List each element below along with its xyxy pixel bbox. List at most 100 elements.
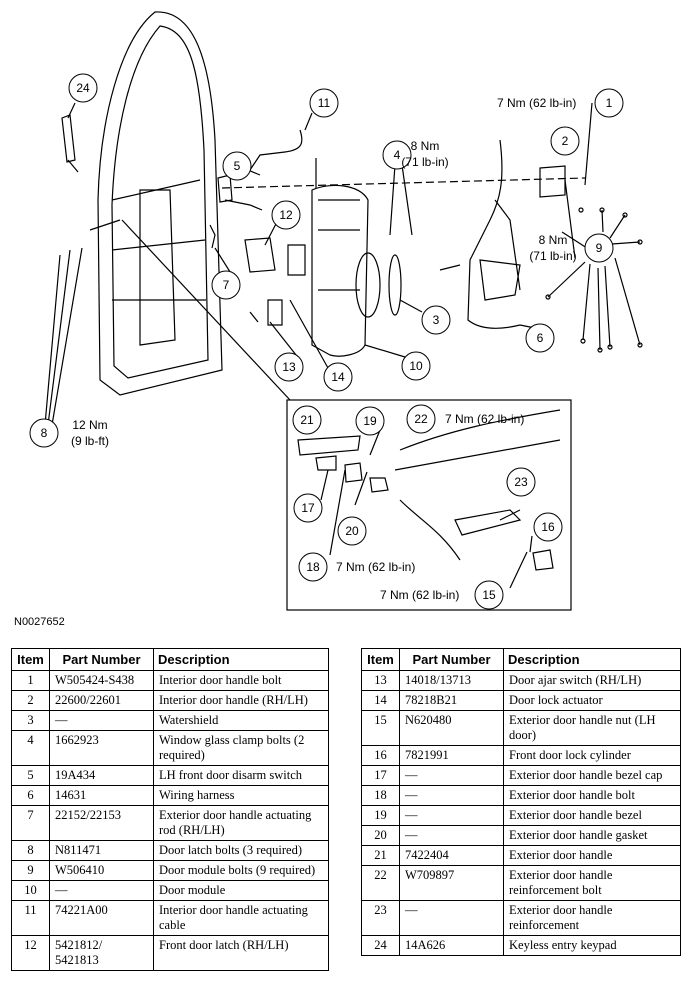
door-shell: [97, 11, 223, 396]
svg-text:2: 2: [562, 134, 569, 148]
item-cell: 10: [11, 880, 50, 901]
svg-text:14: 14: [331, 370, 345, 384]
description-cell: Exterior door handle reinforcement bolt: [503, 865, 681, 901]
item-cell: 20: [361, 825, 400, 846]
callout-1: 1: [594, 88, 624, 118]
svg-text:22: 22: [414, 412, 428, 426]
table-row: 20—Exterior door handle gasket: [361, 825, 681, 846]
table-row: 18—Exterior door handle bolt: [361, 785, 681, 806]
svg-text:3: 3: [433, 313, 440, 327]
part-number-cell: 1662923: [49, 730, 154, 766]
exploded-door-diagram: 24 11 5 12 7 13 14 10 3 4 2 1 9 6 8 21 1…: [29, 11, 643, 611]
item-cell: 8: [11, 840, 50, 861]
item-cell: 1: [11, 670, 50, 691]
description-cell: Window glass clamp bolts (2 required): [153, 730, 329, 766]
door-module-bolts: [545, 207, 643, 353]
callout-8: 8: [29, 418, 59, 448]
callout-21: 21: [292, 405, 322, 435]
part-number-cell: 74221A00: [49, 900, 154, 936]
svg-text:15: 15: [482, 588, 496, 602]
svg-text:5: 5: [234, 159, 241, 173]
torque-18: 7 Nm (62 lb-in): [336, 560, 415, 574]
figure-id: N0027652: [14, 616, 65, 628]
header-item: Item: [11, 648, 50, 671]
callout-18: 18: [298, 552, 328, 582]
description-cell: Interior door handle (RH/LH): [153, 690, 329, 711]
callout-10: 10: [401, 351, 431, 381]
part-number-cell: 14631: [49, 785, 154, 806]
part-number-cell: 22152/22153: [49, 805, 154, 841]
item-cell: 17: [361, 765, 400, 786]
part-number-cell: —: [399, 900, 504, 936]
table-row: 17—Exterior door handle bezel cap: [361, 765, 681, 786]
svg-text:9: 9: [596, 241, 603, 255]
description-cell: Door lock actuator: [503, 690, 681, 711]
description-cell: Keyless entry keypad: [503, 935, 681, 956]
description-cell: Door module: [153, 880, 329, 901]
part-number-cell: 19A434: [49, 765, 154, 786]
svg-text:10: 10: [409, 359, 423, 373]
table-row: 23—Exterior door handle reinforcement: [361, 900, 681, 936]
torque-9-nm: 8 Nm: [539, 233, 568, 247]
description-cell: Exterior door handle nut (LH door): [503, 710, 681, 746]
callout-2: 2: [550, 126, 580, 156]
keypad-shape: [61, 114, 79, 173]
description-cell: Door ajar switch (RH/LH): [503, 670, 681, 691]
callout-23: 23: [506, 467, 536, 497]
item-cell: 7: [11, 805, 50, 841]
part-number-cell: 14A626: [399, 935, 504, 956]
svg-text:21: 21: [300, 413, 314, 427]
part-number-cell: N620480: [399, 710, 504, 746]
header-part-number: Part Number: [399, 648, 504, 671]
header-item: Item: [361, 648, 400, 671]
callout-16: 16: [533, 512, 563, 542]
item-cell: 12: [11, 935, 50, 971]
part-number-cell: 22600/22601: [49, 690, 154, 711]
description-cell: Interior door handle actuating cable: [153, 900, 329, 936]
item-cell: 18: [361, 785, 400, 806]
description-cell: Exterior door handle bezel: [503, 805, 681, 826]
callout-6: 6: [525, 323, 555, 353]
item-cell: 13: [361, 670, 400, 691]
part-number-cell: —: [399, 785, 504, 806]
door-module-shape: [311, 184, 369, 357]
harness-shape: [467, 139, 521, 329]
torque-1: 7 Nm (62 lb-in): [497, 96, 576, 110]
torque-4-nm: 8 Nm: [411, 139, 440, 153]
item-cell: 9: [11, 860, 50, 881]
description-cell: Exterior door handle: [503, 845, 681, 866]
item-cell: 16: [361, 745, 400, 766]
description-cell: Front door lock cylinder: [503, 745, 681, 766]
part-number-cell: 5421812/ 5421813: [49, 935, 154, 971]
callout-11: 11: [309, 88, 339, 118]
torque-15: 7 Nm (62 lb-in): [380, 588, 459, 602]
svg-text:7: 7: [223, 278, 230, 292]
item-cell: 21: [361, 845, 400, 866]
callouts: 24 11 5 12 7 13 14 10 3 4 2 1 9 6 8 21 1…: [29, 73, 624, 610]
description-cell: Wiring harness: [153, 785, 329, 806]
item-cell: 19: [361, 805, 400, 826]
svg-text:24: 24: [76, 81, 90, 95]
callout-5: 5: [222, 151, 252, 181]
description-cell: Exterior door handle bezel cap: [503, 765, 681, 786]
svg-text:12: 12: [279, 208, 293, 222]
torque-8-nm: 12 Nm: [72, 418, 107, 432]
callout-3: 3: [421, 305, 451, 335]
table-row: 3—Watershield: [11, 710, 329, 731]
header-description: Description: [153, 648, 329, 671]
part-number-cell: —: [49, 710, 154, 731]
part-number-cell: W506410: [49, 860, 154, 881]
callout-17: 17: [293, 493, 323, 523]
callout-22: 22: [406, 404, 436, 434]
torque-4-lbin: (71 lb-in): [401, 155, 448, 169]
